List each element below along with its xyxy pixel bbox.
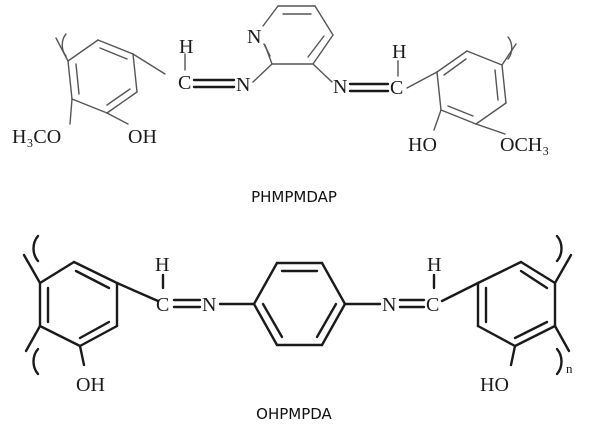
bond (69, 98, 73, 125)
inner-bond (99, 47, 128, 60)
right-phenol-ring (436, 50, 507, 125)
inner-bond (494, 69, 499, 101)
imine-nitrogen-right: N (382, 294, 396, 316)
imine-nitrogen-right: N (333, 76, 347, 98)
imine-hydrogen-left: H (155, 254, 169, 276)
bond (24, 324, 42, 353)
bond (320, 261, 347, 306)
polymer-bracket (32, 234, 40, 263)
methoxy-group-right: OCH₃ (500, 134, 549, 156)
inner-bond (78, 320, 111, 340)
inner-bond (519, 269, 549, 290)
right-phenol-ring (476, 260, 557, 348)
polymer-bracket (555, 234, 563, 263)
central-benzene-ring (252, 261, 347, 347)
imine-carbon-left: C (178, 72, 191, 94)
bond (476, 260, 523, 285)
imine-carbon-right: C (426, 294, 439, 316)
bond (55, 37, 69, 62)
bond (553, 324, 571, 353)
bond (78, 324, 119, 348)
polymer-bracket (32, 347, 40, 376)
imine-hydrogen-left: H (179, 36, 193, 58)
caption-ohpmpda: OHPMPDA (256, 405, 332, 423)
bond (501, 64, 507, 104)
bond (38, 260, 76, 285)
bond (501, 43, 517, 66)
inner-bond (443, 58, 467, 76)
inner-bond (307, 35, 325, 58)
inner-bond (106, 88, 131, 106)
bond (436, 71, 442, 111)
inner-bond (315, 302, 338, 339)
left-phenol-ring (38, 260, 119, 348)
bond (38, 324, 82, 348)
bond (519, 260, 557, 285)
bond (513, 324, 557, 348)
structure-phmpmdap: H₃CO OH H C N N N C H (12, 5, 549, 206)
imine-nitrogen-left: N (236, 74, 250, 96)
bond (475, 102, 507, 125)
bond (72, 260, 119, 285)
bond (433, 109, 442, 131)
bond (436, 50, 468, 73)
inner-bond (513, 320, 549, 340)
bond (312, 34, 334, 65)
imine-carbon-left: C (156, 294, 169, 316)
bond (509, 344, 517, 367)
bond (106, 91, 138, 114)
polymer-bracket (555, 347, 563, 376)
imine-nitrogen-left: N (202, 294, 216, 316)
bond (252, 261, 279, 306)
bond (406, 71, 438, 89)
bond (97, 39, 134, 55)
bond (106, 112, 129, 125)
hydroxyl-group-right: HO (480, 374, 509, 396)
polymer-bracket (507, 36, 513, 60)
hydroxyl-group-left: OH (76, 374, 105, 396)
caption-phmpmdap: PHMPMDAP (251, 188, 337, 206)
pyridine-nitrogen: N (247, 26, 261, 48)
inner-bond (261, 302, 284, 339)
bond (132, 53, 138, 93)
bond (475, 123, 506, 135)
bond (320, 302, 347, 347)
hydroxyl-group-left: OH (128, 126, 157, 148)
bond (476, 324, 517, 348)
bond (115, 281, 160, 303)
inner-bond (74, 269, 111, 290)
structure-ohpmpda: OH H C N N C H (22, 234, 573, 423)
inner-bond (263, 43, 271, 57)
hydroxyl-group-right: HO (408, 134, 437, 156)
bond (553, 253, 573, 285)
bond (440, 281, 480, 303)
bond (466, 50, 503, 66)
bond (132, 53, 166, 75)
bond (252, 302, 279, 347)
repeat-subscript: n (566, 361, 573, 376)
bond (314, 5, 334, 36)
bond (262, 5, 279, 27)
methoxy-group-left: H₃CO (12, 126, 61, 148)
imine-carbon-right: C (390, 77, 403, 99)
inner-bond (75, 63, 80, 95)
bond (67, 60, 73, 100)
bond (312, 63, 333, 83)
imine-hydrogen-right: H (427, 254, 441, 276)
left-phenol-ring (67, 39, 138, 114)
bond (440, 109, 477, 125)
pyridine-ring: N (247, 5, 334, 65)
bond (67, 39, 99, 62)
bond (252, 63, 273, 83)
inner-bond (447, 105, 474, 117)
bond (22, 253, 42, 285)
bond (71, 98, 108, 114)
bond (78, 344, 86, 367)
imine-hydrogen-right: H (392, 41, 406, 63)
